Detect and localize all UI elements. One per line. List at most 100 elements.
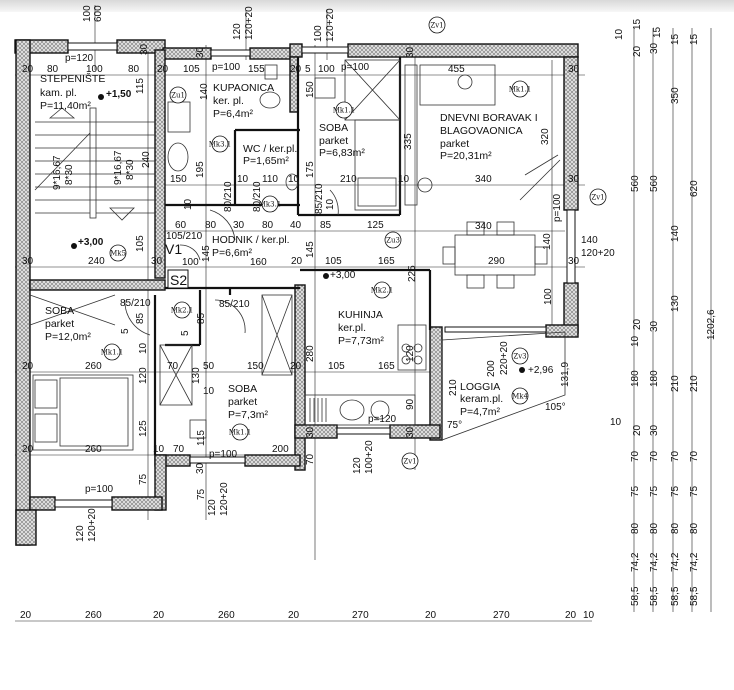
dimension-label: 70: [689, 450, 700, 462]
dimension-label: 30: [568, 256, 580, 267]
dimension-label: 75: [196, 488, 207, 500]
dimension-label: 70: [305, 453, 316, 465]
dimension-label: 165: [378, 256, 395, 267]
room-bedroom-small: SOBA parket P=6,83m²: [319, 122, 365, 159]
dimension-label: 20: [290, 64, 302, 75]
room-floor: parket: [440, 138, 469, 150]
dimension-label: 180: [630, 370, 641, 387]
room-name-2: BLAGOVAONICA: [440, 125, 523, 137]
dimension-label: 70: [649, 450, 660, 462]
room-floor: kam. pl.: [40, 87, 77, 99]
tag-circle-icon: [373, 281, 391, 299]
dimension-label: 210: [448, 379, 459, 396]
tag-marker: Mk2.1: [371, 281, 393, 299]
dimension-label: 20: [22, 361, 34, 372]
stair-code-box: [167, 269, 189, 289]
dimension-label: p=100: [552, 193, 563, 222]
dimension-label: 75: [630, 485, 641, 497]
dimension-label: p=120: [368, 414, 397, 425]
dimension-label: 90: [405, 398, 416, 410]
room-area: P=11,40m²: [40, 100, 91, 112]
dimension-label: 120: [138, 367, 149, 384]
dimension-label: 74,2: [689, 552, 700, 572]
dimension-label: 260: [85, 361, 102, 372]
dimension-label: 30: [405, 46, 416, 58]
dimension-label: 200: [486, 360, 497, 377]
dimension-label: 335: [403, 133, 414, 150]
room-loggia: LOGGIA keram.pl. P=4,7m² +2,96: [460, 365, 554, 418]
dimension-label: 30: [151, 256, 163, 267]
level-value: +3,00: [78, 237, 104, 248]
dimension-label: 1202,6: [706, 309, 717, 340]
dimension-label: 620: [689, 180, 700, 197]
dimension-label: 145: [305, 241, 316, 258]
dimension-label: 260: [85, 444, 102, 455]
dimension-label: 145: [201, 245, 212, 262]
dimension-label: 20: [425, 610, 437, 621]
tag-label: Zu3: [386, 237, 400, 245]
dimension-label: 70: [670, 450, 681, 462]
tag-marker: Zv1: [401, 452, 419, 470]
dimension-label: 75: [138, 473, 149, 485]
room-area: P=1,65m²: [243, 155, 289, 167]
tag-label: Mk1.1: [333, 107, 356, 115]
tag-label: Mk2.1: [171, 307, 194, 315]
dimension-label: 455: [448, 64, 465, 75]
tag-marker: Mk1.1: [509, 80, 531, 98]
tag-circle-icon: [103, 343, 121, 361]
dimension-label: 58,5: [649, 586, 660, 606]
dimension-label: 30: [233, 220, 245, 231]
dimension-label: 150: [305, 81, 316, 98]
dimension-label: 120: [75, 525, 86, 542]
dimension-label: 20: [288, 610, 300, 621]
dimension-label: 20: [290, 361, 302, 372]
dimension-label: 74,2: [649, 552, 660, 572]
dimension-label: 85: [196, 312, 207, 324]
dimension-label: 165: [378, 361, 395, 372]
stairs: [34, 107, 155, 221]
dimension-label: 10: [630, 335, 641, 347]
room-area: P=7,3m²: [228, 409, 268, 421]
level-marker-icon: [323, 273, 329, 279]
tag-marker: Mk4: [511, 387, 528, 405]
dimension-label: 105°: [545, 402, 566, 413]
tag-label: Zu1: [171, 92, 185, 100]
dimension-label: 20: [565, 610, 577, 621]
dimension-label: 105: [328, 361, 345, 372]
dimension-label: 20: [153, 610, 165, 621]
dimension-label: 220+20: [499, 341, 510, 375]
dimension-label: 560: [649, 175, 660, 192]
entry-label: V1: [165, 241, 182, 257]
room-area: P=6,4m²: [213, 108, 253, 120]
tag-label: Zv1: [403, 458, 416, 466]
dimension-label: p=100: [85, 484, 114, 495]
dimension-label: 15: [632, 18, 643, 30]
tag-circle-icon: [401, 452, 419, 470]
dimension-label: 85/210: [314, 183, 325, 214]
tag-marker: Mk3.1: [209, 135, 231, 153]
dimension-label: 70: [167, 361, 179, 372]
room-floor: ker.pl.: [338, 322, 366, 334]
room-area: P=6,83m²: [319, 147, 365, 159]
living-furniture: [404, 64, 561, 289]
tag-circle-icon: [428, 16, 446, 34]
dimension-label: 10: [237, 174, 249, 185]
tag-marker: Mk1.1: [229, 423, 251, 441]
dimension-label: 5: [120, 328, 131, 334]
dimension-label: 225: [407, 265, 418, 282]
room-area: P=20,31m²: [440, 150, 492, 162]
tag-marker: Zv1: [428, 16, 446, 34]
tag-circle-icon: [173, 301, 191, 319]
room-floor: keram.pl.: [460, 393, 503, 405]
dimension-label: 120: [232, 23, 243, 40]
kitchen-furniture: [304, 324, 427, 426]
room-name: SOBA: [228, 383, 257, 395]
tag-label: Zv3: [513, 353, 526, 361]
small-bedroom-furniture: [314, 59, 401, 211]
room-name: LOGGIA: [460, 381, 500, 393]
furniture: [29, 59, 561, 451]
dimension-label: 120+20: [219, 482, 230, 516]
dimension-label: 5: [305, 64, 311, 75]
tag-circle-icon: [169, 86, 187, 104]
dimension-label: 10: [583, 610, 595, 621]
